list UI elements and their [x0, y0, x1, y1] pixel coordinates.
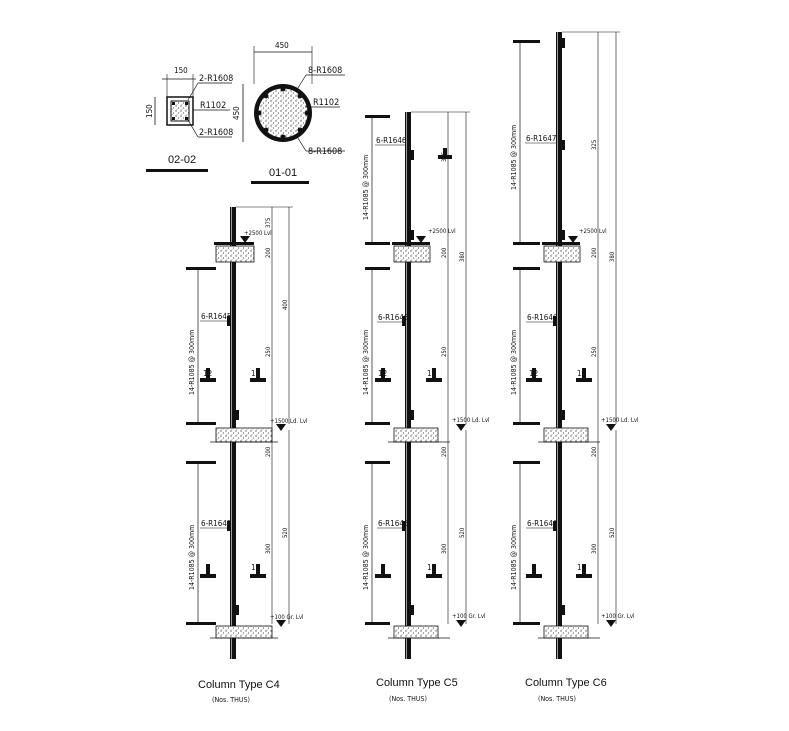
c4-section-mark-lower-left	[200, 564, 216, 578]
section-01-01-height: 450	[232, 106, 241, 120]
c6-section-mark-upper-right: 12	[576, 368, 592, 382]
c6-dim-slab: 200	[591, 247, 598, 258]
c4-section-mark-lower-right: 12	[250, 563, 266, 578]
c6-dim-lower-short: 300	[591, 543, 598, 554]
c6-tie-top: 6-R1647	[526, 134, 557, 143]
section-01-01-width: 450	[275, 41, 289, 50]
c5-dim-upper-short: 250	[441, 346, 448, 357]
c4-title: Column Type C4	[198, 679, 280, 691]
c6-dim-mid: 380	[609, 251, 616, 262]
c4-stirrup-upper: 14-R1085 @ 300mm	[188, 330, 196, 395]
c5-stirrup-upper: 14-R1085 @ 300mm	[362, 330, 370, 395]
section-02-02-title: 02-02	[168, 154, 196, 166]
c6-dim-top: 325	[591, 140, 598, 150]
column-c4: 14-R1085 @ 300mm 14-R1085 @ 300mm 6-R164…	[186, 206, 308, 704]
c5-dim-mid-slab: 200	[441, 446, 448, 457]
c6-stirrup-top: 14-R1085 @ 300mm	[510, 125, 518, 190]
c6-stirrup-upper: 14-R1085 @ 300mm	[510, 330, 518, 395]
c4-dim-lower-short: 300	[265, 543, 272, 554]
column-c5: 14-R1085 @ 300mm 14-R1085 @ 300mm 14-R10…	[362, 111, 490, 703]
column-c6: 14-R1085 @ 300mm 14-R1085 @ 300mm 14-R10…	[510, 31, 639, 703]
c5-dim-top: 325	[441, 152, 448, 162]
c4-level-top: +2500 Lvl	[244, 230, 272, 237]
c4-level-bot: +100 Gr. Lvl	[270, 614, 304, 621]
section-02-02-width: 150	[174, 66, 188, 75]
section-01-01-title: 01-01	[269, 167, 297, 179]
c6-section-mark-lower-right: 12	[576, 563, 592, 578]
section-02-02-tie: R1102	[200, 101, 226, 111]
c5-tie-upper: 6-R1646	[378, 313, 409, 322]
svg-text:12: 12	[378, 369, 387, 378]
section-02-02-top-bars: 2-R1608	[199, 74, 233, 84]
c5-subtitle: (Nos. THUS)	[389, 695, 427, 703]
c6-tie-upper: 6-R1646	[527, 313, 558, 322]
svg-text:12: 12	[427, 369, 436, 378]
c5-level-mid: +1500 Ld. Lvl	[452, 417, 490, 424]
c4-subtitle: (Nos. THUS)	[212, 696, 250, 704]
c4-tie-lower: 6-R1645	[201, 519, 232, 528]
svg-text:12: 12	[251, 563, 260, 572]
c5-dim-slab: 200	[441, 247, 448, 258]
c4-section-mark-upper-left: 12	[200, 368, 216, 382]
section-01-01-bottom-bars: 8-R1608	[308, 147, 342, 157]
c5-section-mark-lower-right: 12	[426, 563, 442, 578]
c6-dim-upper-short: 250	[591, 346, 598, 357]
c4-dim-mid: 400	[282, 299, 289, 310]
c6-level-mid: +1500 Ld. Lvl	[601, 417, 639, 424]
c6-tie-lower: 6-R1646	[527, 519, 558, 528]
c4-dim-slab: 200	[265, 247, 272, 258]
svg-text:12: 12	[577, 369, 586, 378]
c5-stirrup-top: 14-R1085 @ 300mm	[362, 155, 370, 220]
c4-dim-top: 375	[265, 218, 272, 228]
svg-text:12: 12	[251, 369, 260, 378]
section-01-01-tie: R1102	[313, 98, 339, 108]
c6-title: Column Type C6	[525, 677, 607, 689]
c4-section-mark-upper-right: 12	[250, 368, 266, 382]
c5-level-bot: +100 Gr. Lvl	[452, 613, 486, 620]
c5-tie-top: 6-R1646	[376, 136, 407, 145]
c6-level-top: +2500 Lvl	[579, 228, 607, 235]
c4-dim-total: 520	[282, 527, 289, 538]
section-01-01-top-bars: 8-R1608	[308, 66, 342, 76]
c4-stirrup-lower: 14-R1085 @ 300mm	[188, 525, 196, 590]
c6-stirrup-lower: 14-R1085 @ 300mm	[510, 525, 518, 590]
c6-section-mark-lower-left	[526, 564, 542, 578]
svg-text:12: 12	[427, 563, 436, 572]
c5-dim-total: 520	[459, 527, 466, 538]
svg-text:12: 12	[577, 563, 586, 572]
c5-level-top: +2500 Lvl	[428, 228, 456, 235]
c5-tie-lower: 6-R1646	[378, 519, 409, 528]
c5-section-mark-upper-right: 12	[426, 368, 442, 382]
c4-dim-mid-slab: 200	[265, 446, 272, 457]
c5-dim-lower-short: 300	[441, 543, 448, 554]
section-01-01: 450 450 8-R1608 R1102 8-R1608 01-01	[232, 41, 345, 184]
c6-level-bot: +100 Gr. Lvl	[601, 613, 635, 620]
svg-text:12: 12	[203, 369, 212, 378]
c6-dim-mid-slab: 200	[591, 446, 598, 457]
section-02-02-bottom-bars: 2-R1608	[199, 128, 233, 138]
c4-dim-upper-short: 250	[265, 346, 272, 357]
c5-stirrup-lower: 14-R1085 @ 300mm	[362, 525, 370, 590]
c5-section-mark-lower-left	[375, 564, 391, 578]
section-02-02-height: 150	[145, 104, 154, 118]
c6-section-mark-upper-left: 12	[526, 368, 542, 382]
c5-section-mark-upper-left: 12	[375, 368, 391, 382]
c6-dim-total: 520	[609, 527, 616, 538]
c5-title: Column Type C5	[376, 677, 458, 689]
c5-dim-mid: 380	[459, 251, 466, 262]
section-02-02: 150 150 2-R1608 R1102 2-R1608 02-02	[145, 66, 233, 172]
svg-text:12: 12	[529, 369, 538, 378]
c4-tie-upper: 6-R1645	[201, 312, 232, 321]
c6-subtitle: (Nos. THUS)	[538, 695, 576, 703]
